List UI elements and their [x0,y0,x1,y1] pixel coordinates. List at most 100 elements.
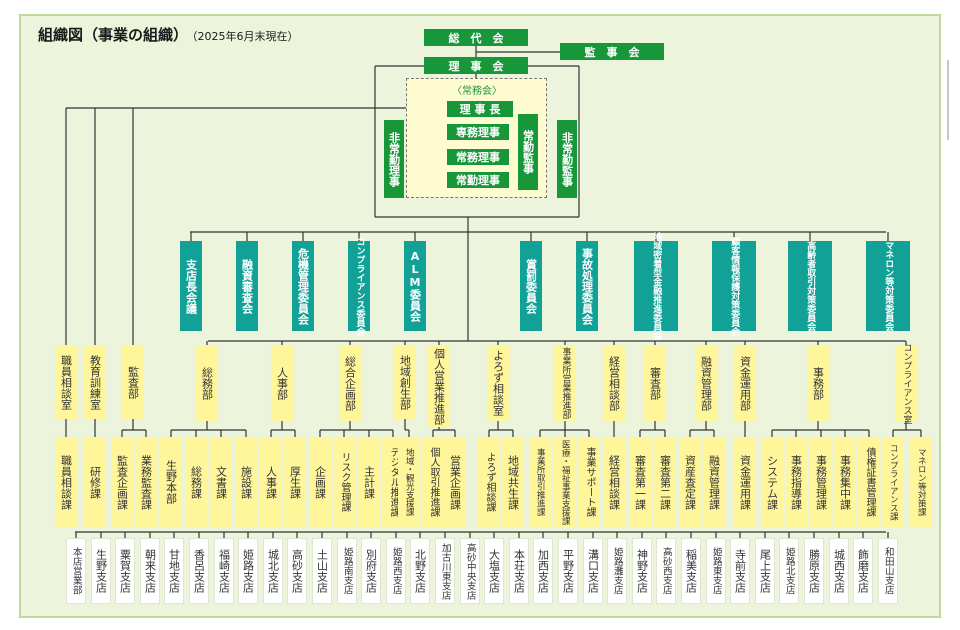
branch-box: 城西支店 [829,538,849,604]
section-box: 融資管理課 [703,437,725,527]
branch-box: 姫路灘支店 [607,538,627,604]
title-date: （2025年6月末現在） [192,30,299,43]
department-box: 教育訓練室 [84,345,106,419]
branch-box: 稲美支店 [681,538,701,604]
section-box: システム課 [761,437,783,527]
section-box: 主計課 [358,437,380,527]
section-box: 監査企画課 [111,437,133,527]
section-box: 医療・福祉事業支援課 [554,437,576,527]
section-box: 個人取引推進課 [422,437,444,527]
branch-box: 溝口支店 [583,538,603,604]
senmu-box: 専務理事 [447,124,509,140]
department-box: 融資管理部 [695,345,717,421]
section-box: 事務指導課 [785,437,807,527]
branch-box: 本店営業部 [66,538,86,604]
department-box: 職員相談室 [55,345,77,419]
section-box: 業務監査課 [135,437,157,527]
department-box: 経営相談部 [603,345,625,421]
branch-box: 姫路西支店 [386,538,406,604]
branch-box: 高砂支店 [287,538,307,604]
committee-box: ALM委員会 [404,241,426,331]
jomu-box: 常務理事 [447,149,509,165]
committee-box: コンプライアンス委員会 [348,237,370,336]
department-box: 事業所営業推進部 [554,345,576,421]
committee-box: 危機管理委員会 [292,241,314,331]
section-box: 事務管理課 [810,437,832,527]
section-box: 職員相談課 [55,437,77,527]
section-box: 経営相談課 [603,437,625,527]
branch-box: 土山支店 [312,538,332,604]
section-box: 厚生課 [284,437,306,527]
section-box: 資金運用課 [734,437,756,527]
branch-box: 城北支店 [263,538,283,604]
branch-box: 本荘支店 [509,538,529,604]
committee-box: 事故処理委員会 [576,241,598,331]
department-box: 総合企画部 [339,345,361,421]
branch-box: 加古川東支店 [435,538,455,604]
committee-box: 賞罰委員会 [520,241,542,331]
section-box: 債権証書管理課 [858,437,880,527]
section-box: マネロン等対策課 [910,437,932,527]
branch-box: 別府支店 [361,538,381,604]
section-box: 地域共生課 [502,437,524,527]
branch-box: 姫路南支店 [337,538,357,604]
branch-box: 高砂中央支店 [460,538,480,604]
committee-box: 融資審査会 [236,241,258,331]
rijicho-box: 理 事 長 [447,101,513,117]
section-box: 総務課 [185,437,207,527]
committee-box: 支店長会議 [180,241,202,331]
rijikai-box: 理 事 会 [424,57,528,74]
section-box: 地域・観光支援課 [398,437,420,527]
kansa-box: 監 事 会 [560,43,664,60]
scrollbar[interactable] [947,60,949,140]
hijokin-kanji-box: 非常勤監事 [557,120,577,198]
department-box: 地域創生部 [394,345,416,419]
branch-box: 甘地支店 [164,538,184,604]
branch-box: 神野支店 [632,538,652,604]
section-box: 施設課 [235,437,257,527]
section-box: 人事課 [260,437,282,527]
committee-box: マネロン等対策委員会 [866,241,910,331]
section-box: 文書課 [210,437,232,527]
department-box: コンプライアンス室 [895,343,917,424]
hijokin-riji-box: 非常勤理事 [384,120,404,198]
branch-box: 高砂西支店 [656,538,676,604]
branch-box: 福崎支店 [214,538,234,604]
section-box: 事業所取引推進課 [529,437,551,527]
section-box: 事業サポート課 [578,437,600,527]
branch-box: 香呂支店 [189,538,209,604]
branch-box: 飾磨支店 [853,538,873,604]
soudaikai-box: 総 代 会 [424,29,528,46]
committee-box: 地域密着型金融推進委員会 [634,232,678,340]
branch-box: 朝来支店 [140,538,160,604]
department-box: 事務部 [807,345,829,421]
jokin-kanji-box: 常勤監事 [518,114,538,190]
jokin-box: 常勤理事 [447,172,509,188]
department-box: 個人営業推進部 [428,345,450,427]
branch-box: 平野支店 [558,538,578,604]
section-box: 事務集中課 [834,437,856,527]
branch-box: 姫路東支店 [706,538,726,604]
department-box: 審査部 [644,345,666,421]
section-box: コンプライアンス課 [882,437,904,527]
section-box: 営業企画課 [444,437,466,527]
branch-box: 勝原支店 [804,538,824,604]
branch-box: 尾上支店 [755,538,775,604]
department-box: 監査部 [122,345,144,419]
jomukai-label: 〈常務会〉 [452,86,502,97]
branch-box: 寺前支店 [730,538,750,604]
department-box: 総務部 [196,345,218,421]
branch-box: 大塩支店 [484,538,504,604]
branch-box: 粟賀支店 [115,538,135,604]
department-box: よろず相談室 [487,345,509,421]
department-box: 資金運用部 [734,345,756,421]
section-box: 審査第二課 [654,437,676,527]
section-box: 生野本部 [160,437,182,527]
section-box: 研修課 [84,437,106,527]
section-box: 審査第一課 [629,437,651,527]
section-box: リスク管理課 [333,437,355,527]
page-title: 組織図（事業の組織）（2025年6月末現在） [38,26,299,44]
committee-box: 高齢者取引対策委員会 [788,241,832,331]
branch-box: 生野支店 [91,538,111,604]
